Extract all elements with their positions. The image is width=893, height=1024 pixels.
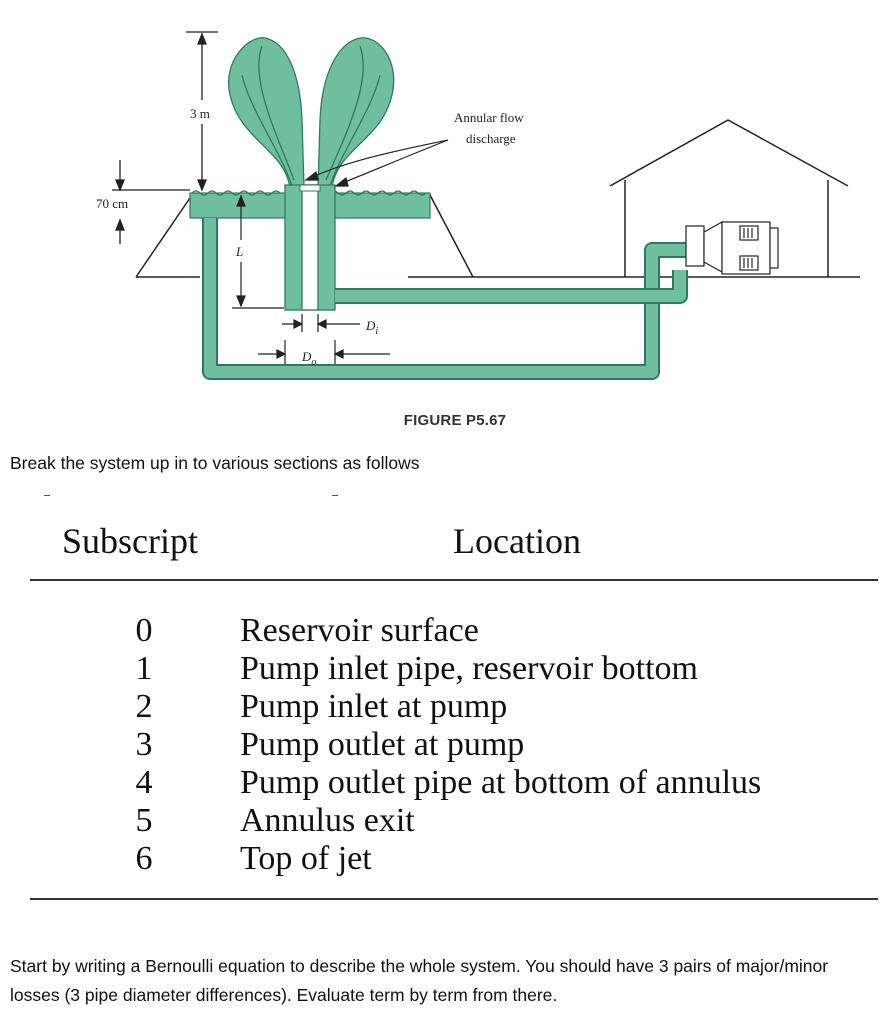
table-row: 3 Pump outlet at pump (0, 726, 893, 764)
pump (685, 220, 779, 275)
row-location: Top of jet (240, 840, 372, 877)
row-location: Pump inlet pipe, reservoir bottom (240, 650, 698, 687)
label-Do: Do (301, 349, 316, 368)
label-Di: Di (365, 318, 378, 337)
table-row: 1 Pump inlet pipe, reservoir bottom (0, 650, 893, 688)
intro-text: Break the system up in to various sectio… (10, 453, 420, 473)
ground-lines (135, 194, 860, 278)
pipe-network (202, 218, 690, 380)
annulus-pipe (284, 184, 336, 311)
label-annular-1: Annular flow (454, 110, 524, 125)
table-row: 6 Top of jet (0, 840, 893, 878)
figure-caption: FIGURE P5.67 (403, 412, 507, 429)
dimension-3m (186, 31, 218, 192)
pump-house (609, 119, 849, 277)
instructions-text: Start by writing a Bernoulli equation to… (10, 956, 829, 1005)
table-row: 4 Pump outlet pipe at bottom of annulus (0, 764, 893, 802)
row-subscript: 6 (135, 840, 153, 877)
dimension-L (232, 194, 284, 309)
table-row: 0 Reservoir surface (0, 612, 893, 650)
dimension-70cm (112, 160, 190, 244)
row-subscript: 4 (135, 764, 153, 801)
row-subscript: 3 (135, 726, 153, 763)
label-L: L (235, 244, 243, 259)
table-bottom-rule (30, 898, 878, 900)
dimension-Di (282, 314, 360, 332)
dimension-Do (258, 340, 390, 364)
table-row: 5 Annulus exit (0, 802, 893, 840)
row-location: Pump outlet at pump (240, 726, 525, 763)
header-location: Location (453, 521, 581, 561)
row-subscript: 1 (135, 650, 153, 687)
decorative-dash-right (332, 495, 338, 496)
table-row: 2 Pump inlet at pump (0, 688, 893, 726)
label-annular-2: discharge (466, 131, 516, 146)
row-location: Annulus exit (240, 802, 415, 839)
annular-leader-lines (304, 139, 449, 187)
decorative-dash-left (44, 495, 50, 496)
row-subscript: 2 (135, 688, 153, 725)
row-location: Reservoir surface (240, 612, 479, 649)
fountain-figure: 3 m 70 cm L Di (96, 31, 860, 380)
table-top-rule (30, 579, 878, 581)
row-location: Pump outlet pipe at bottom of annulus (240, 764, 762, 801)
label-3m: 3 m (190, 106, 210, 121)
row-subscript: 0 (135, 612, 153, 649)
row-subscript: 5 (135, 802, 153, 839)
row-location: Pump inlet at pump (240, 688, 508, 725)
label-70cm: 70 cm (96, 196, 128, 211)
fountain-jets (227, 37, 395, 189)
header-subscript: Subscript (62, 521, 199, 561)
